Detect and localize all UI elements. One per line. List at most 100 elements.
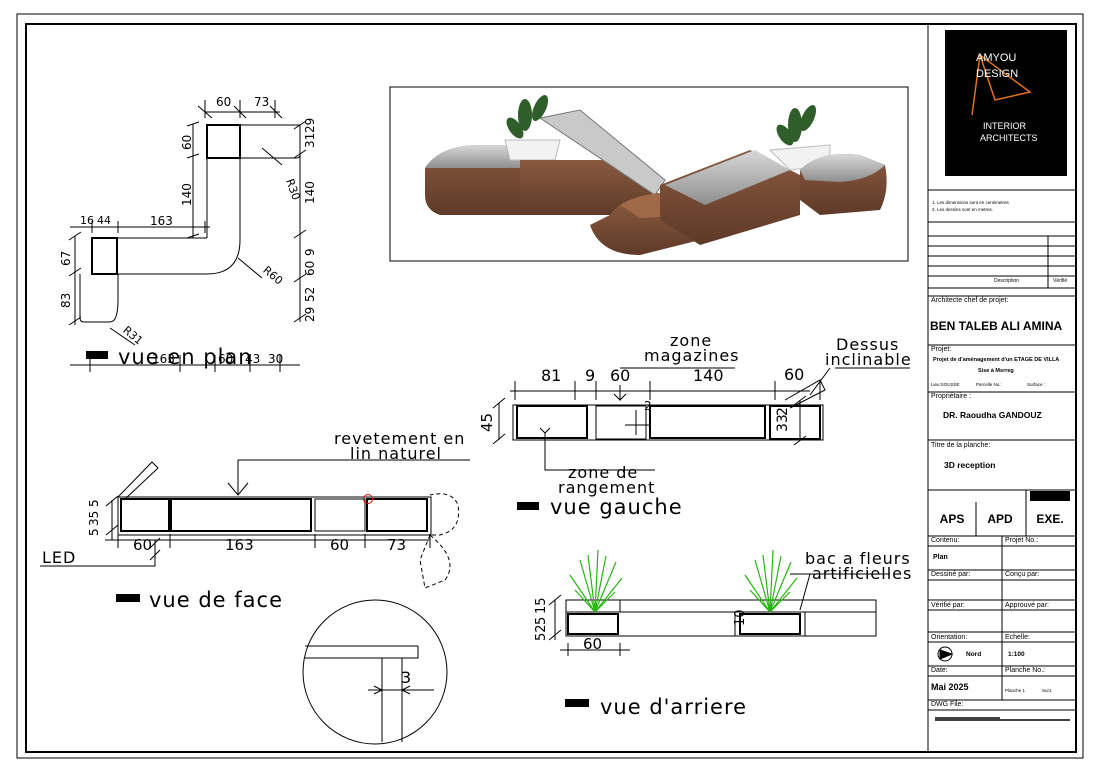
- inner-frame: [25, 23, 1077, 753]
- planche-value: Planche 1: [1005, 688, 1026, 693]
- note-zone-magazines-1: zone: [670, 331, 713, 350]
- dim-plan: 52: [303, 286, 317, 302]
- dim-plan: 140: [303, 181, 317, 204]
- project-parcelle: Parcelle No.:: [976, 382, 1002, 387]
- detail-circle: [302, 599, 448, 745]
- echelle-label: Echelle:: [1005, 634, 1030, 641]
- note-zone-magazines-2: magazines: [644, 346, 740, 365]
- dim-plan: 43: [245, 352, 261, 366]
- dim-plan: 67: [59, 250, 73, 266]
- dim-plan: 60: [218, 352, 234, 366]
- dwg-label: DWG File:: [931, 701, 964, 708]
- view-title-arriere: vue d'arriere: [600, 695, 748, 719]
- back-view: [548, 549, 890, 707]
- logo-name-2: DESIGN: [976, 68, 1019, 80]
- orientation-label: Orientation:: [931, 634, 968, 641]
- note-bac-fleurs-1: bac a fleurs: [805, 549, 911, 568]
- dim-arriere: 10: [733, 609, 748, 626]
- dim-plan: 83: [59, 292, 73, 308]
- note-bac-fleurs-2: artificielles: [812, 564, 913, 583]
- planche-sur: Sur1: [1042, 688, 1052, 693]
- dim-plan: 140: [180, 183, 194, 206]
- dim-plan: 163: [152, 352, 175, 366]
- phase-apd[interactable]: APD: [987, 512, 1013, 526]
- dim-arriere: 5: [534, 616, 549, 625]
- rev-verifie: Vérifié: [1053, 278, 1068, 284]
- dim-plan: 29: [303, 306, 317, 322]
- dim-plan: 60: [303, 260, 317, 276]
- dim-face: 35: [87, 510, 101, 526]
- contenu-label: Contenu:: [931, 537, 960, 544]
- nord-value: Nord: [966, 651, 982, 658]
- dim-plan: 44: [97, 214, 111, 227]
- dessine-label: Dessiné par:: [931, 571, 971, 578]
- architect-name: BEN TALEB ALI AMINA: [930, 319, 1063, 333]
- date-value: Mai 2025: [931, 682, 969, 692]
- dim-gauche: 81: [541, 366, 562, 385]
- dim-gauche: 2: [644, 399, 652, 413]
- title-block: [927, 24, 1076, 752]
- dim-plan: 30: [268, 352, 284, 366]
- dim-plan: 60: [180, 134, 194, 150]
- note-revetement-2: lin naturel: [350, 444, 442, 463]
- dim-gauche: 45: [478, 412, 496, 432]
- remark-1: 1. Les dimensions sont en centimetres: [932, 200, 1009, 205]
- dim-plan: 73: [254, 95, 270, 109]
- concu-label: Conçu par:: [1005, 571, 1040, 578]
- project-surface: Surface :: [1027, 382, 1046, 387]
- project-label: Projet:: [931, 346, 952, 353]
- dim-arriere: 15: [534, 597, 549, 614]
- logo-name-1: AMYOU: [976, 52, 1017, 64]
- left-view: [492, 367, 910, 510]
- dim-gauche: 9: [585, 366, 596, 385]
- note-revetement-1: revetement en: [334, 429, 466, 448]
- dim-plan: 29: [303, 117, 317, 133]
- owner-label: Propriétaire :: [931, 393, 972, 400]
- architect-label: Architecte chef de projet:: [931, 297, 1009, 304]
- dim-gauche: 2: [775, 407, 791, 416]
- dim-plan: 9: [303, 248, 317, 256]
- dim-plan: 163: [150, 214, 173, 228]
- note-rangement-2: rangement: [558, 478, 656, 497]
- dim-arriere: 52: [534, 624, 549, 641]
- date-label: Date:: [931, 667, 948, 674]
- dim-gauche: 60: [610, 366, 631, 385]
- outer-frame: [16, 13, 1084, 759]
- view-title-gauche: vue gauche: [550, 495, 683, 519]
- dim-gauche: 60: [784, 365, 805, 384]
- dim-plan: 60: [216, 95, 232, 109]
- dim-plan: 16: [80, 214, 94, 227]
- project-lieu: Lieu:SOUSSE: [931, 382, 960, 387]
- projet-no-label: Projet No.:: [1005, 537, 1039, 544]
- note-rangement-1: zone de: [568, 463, 639, 482]
- dim-face: 60: [330, 536, 350, 554]
- rev-description: Description: [994, 278, 1020, 284]
- note-led: LED: [42, 548, 77, 567]
- note-dessus-1: Dessus: [836, 335, 900, 354]
- contenu-value: Plan: [933, 554, 948, 561]
- dim-face: 5: [87, 528, 101, 536]
- view-title-face: vue de face: [149, 588, 283, 612]
- dim-arriere: 60: [583, 635, 603, 653]
- dim-face: 60: [133, 536, 153, 554]
- dim-detail: 3: [401, 668, 412, 687]
- front-view: [40, 459, 470, 602]
- plan-view: [68, 100, 307, 372]
- project-line-1: Projet de d'aménagement d'un ETAGE DE VI…: [933, 357, 1060, 363]
- dim-face: 5: [87, 499, 101, 507]
- echelle-value: 1:100: [1008, 651, 1025, 658]
- note-dessus-2: inclinable: [825, 350, 912, 369]
- phase-exe[interactable]: EXE.: [1036, 512, 1064, 526]
- remark-2: 2. Les dessins sont en metres.: [932, 207, 994, 212]
- project-line-2: Sise à Msrreg: [978, 368, 1014, 374]
- phase-aps[interactable]: APS: [939, 512, 965, 526]
- dim-plan: 31: [303, 132, 317, 148]
- dim-gauche: 140: [693, 366, 724, 385]
- approuve-label: Approuvé par:: [1005, 602, 1049, 609]
- view-title-plan: vue en plan: [118, 345, 253, 369]
- render-3d: [389, 86, 909, 262]
- logo-sub-1: INTERIOR: [983, 121, 1027, 131]
- dim-gauche: 33: [775, 414, 791, 432]
- dim-face: 163: [225, 536, 254, 554]
